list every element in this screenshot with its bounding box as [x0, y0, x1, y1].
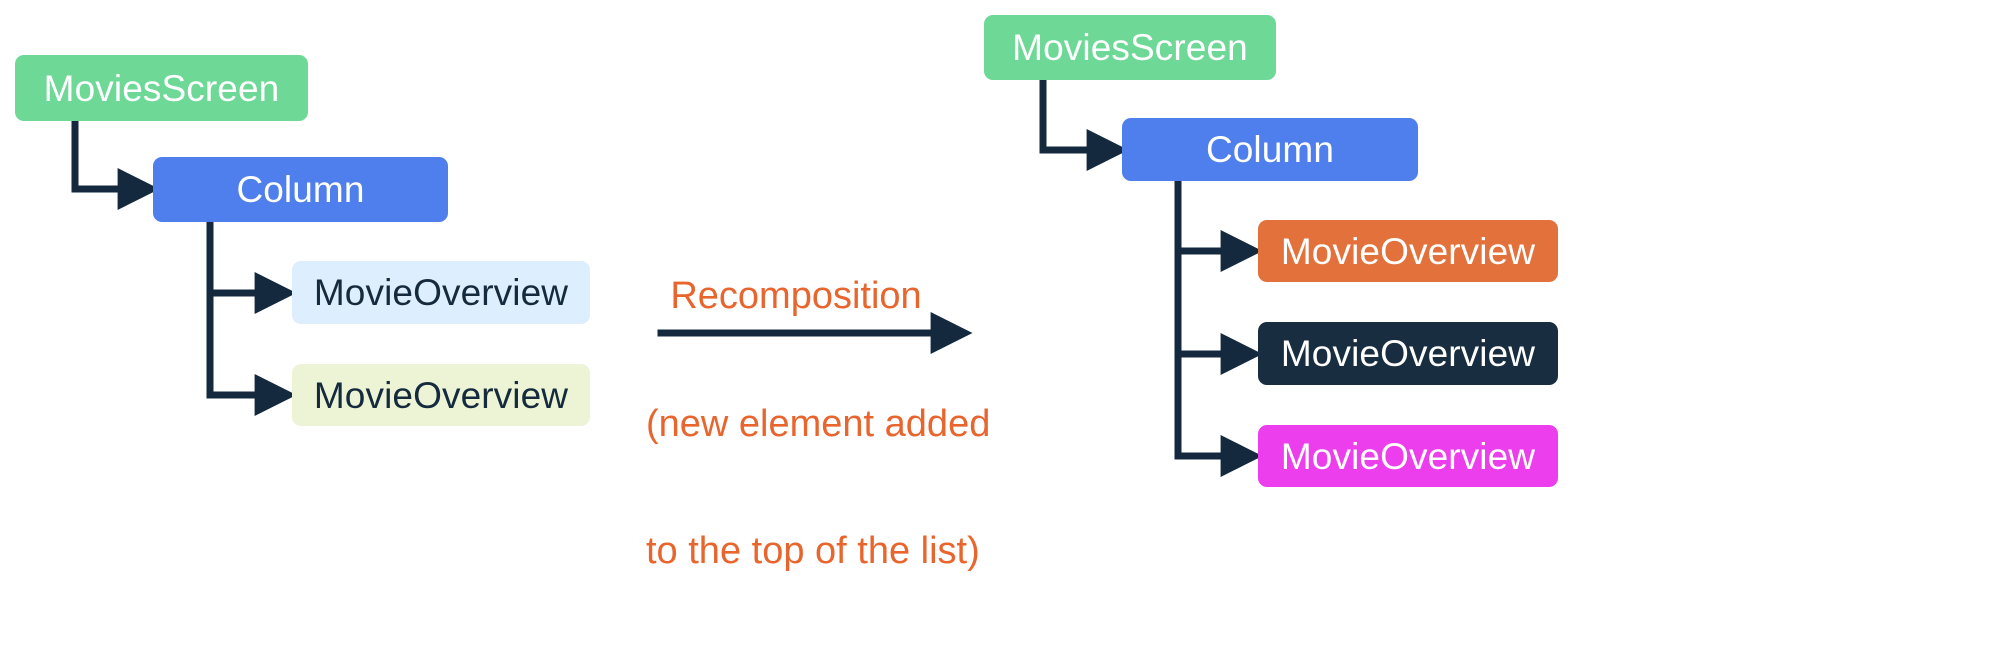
- recomposition-caption: Recomposition (new element added to the …: [646, 190, 991, 648]
- wire-right-moviesscreen-to-column: [1039, 79, 1129, 171]
- wire-left-column-to-overviews: [206, 220, 297, 416]
- node-right-movie-overview-1[interactable]: MovieOverview: [1258, 220, 1558, 282]
- node-left-column[interactable]: Column: [153, 157, 448, 222]
- node-left-movies-screen[interactable]: MoviesScreen: [15, 55, 308, 121]
- caption-line-3: to the top of the list): [646, 530, 980, 573]
- node-right-movie-overview-2[interactable]: MovieOverview: [1258, 322, 1558, 385]
- caption-line-2: (new element added: [646, 402, 991, 445]
- node-right-movie-overview-3[interactable]: MovieOverview: [1258, 425, 1558, 487]
- node-left-movie-overview-2[interactable]: MovieOverview: [292, 364, 590, 426]
- wire-right-column-to-overviews: [1174, 180, 1263, 477]
- wire-left-moviesscreen-to-column: [71, 119, 160, 210]
- caption-line-1: Recomposition: [670, 275, 922, 318]
- node-right-movies-screen[interactable]: MoviesScreen: [984, 15, 1276, 80]
- node-left-movie-overview-1[interactable]: MovieOverview: [292, 261, 590, 324]
- node-right-column[interactable]: Column: [1122, 118, 1418, 181]
